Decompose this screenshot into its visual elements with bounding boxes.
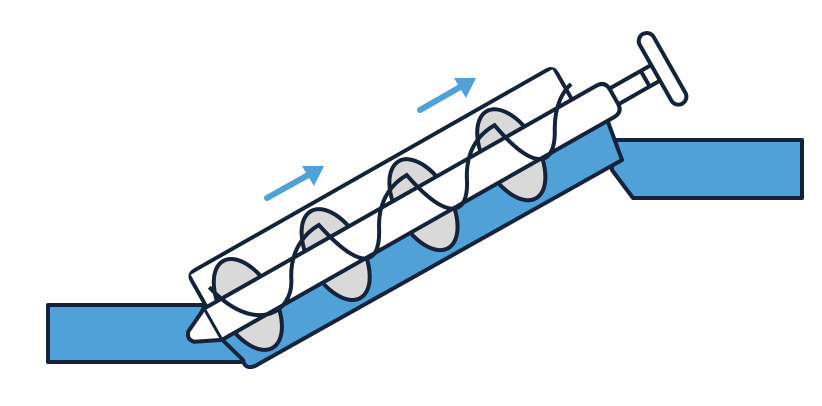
helix-ribbon [207,82,573,317]
screw-shaft [185,81,622,344]
flow-arrow [417,78,476,113]
flow-arrow [264,166,324,201]
upper-water-channel [610,138,804,200]
t-handle [636,31,689,107]
